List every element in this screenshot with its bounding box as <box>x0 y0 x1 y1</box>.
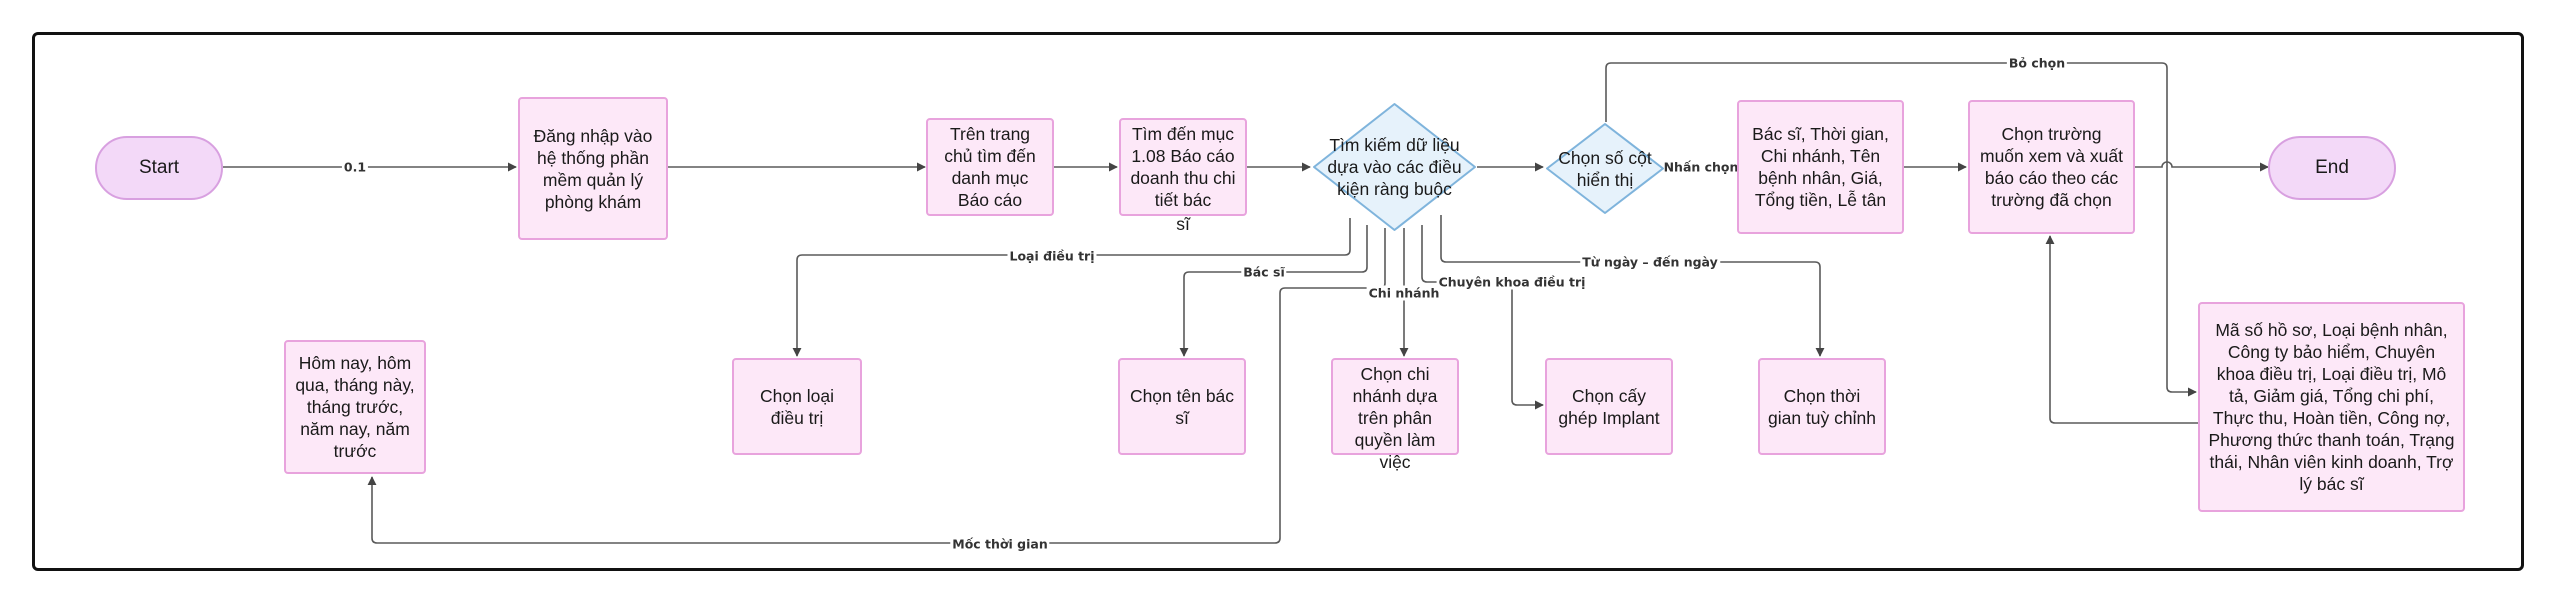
edge-label-click-select: Nhấn chọn <box>1661 159 1741 175</box>
diamond-shape <box>1546 123 1664 214</box>
end-label: End <box>2315 157 2349 178</box>
diagram-frame <box>32 32 2524 571</box>
end-node[interactable]: End <box>2268 136 2396 200</box>
edge-treatment-type <box>792 218 1351 357</box>
find-report-step[interactable]: Tìm đến mục 1.08 Báo cáo doanh thu chi t… <box>1119 118 1247 216</box>
edge-deselect <box>1605 62 2197 397</box>
choose-fields-step[interactable]: Chọn trường muốn xem và xuất báo cáo the… <box>1968 100 2135 234</box>
choose-treatment-type-label: Chọn loại điều trị <box>760 385 834 428</box>
time-presets-step[interactable]: Hôm nay, hôm qua, tháng này, tháng trước… <box>284 340 426 474</box>
edge-extra-fields <box>2045 235 2198 424</box>
extra-columns-step[interactable]: Mã số hồ sơ, Loại bệnh nhân, Công ty bảo… <box>2198 302 2465 512</box>
extra-columns-label: Mã số hồ sơ, Loại bệnh nhân, Công ty bảo… <box>2208 320 2455 494</box>
edge-label-date-range: Từ ngày – đến ngày <box>1580 254 1720 270</box>
find-report-overflow: sĩ <box>1176 214 1190 234</box>
choose-branch-label: Chọn chi nhánh dựa trên phân quyền làm <box>1352 363 1438 450</box>
choose-treatment-type-step[interactable]: Chọn loại điều trị <box>732 358 862 455</box>
edge-fields-end <box>2135 161 2269 172</box>
home-report-step-label: Trên trang chủ tìm đến danh mục Báo cáo <box>944 124 1036 210</box>
choose-custom-time-label: Chọn thời gian tuỳ chỉnh <box>1768 385 1876 428</box>
start-label: Start <box>138 157 180 178</box>
choose-doctor-label: Chọn tên bác sĩ <box>1129 385 1235 428</box>
login-step-label: Đăng nhập vào hệ thống phần mềm quản lý … <box>533 125 653 212</box>
choose-branch-step[interactable]: Chọn chi nhánh dựa trên phân quyền làm <box>1331 358 1459 455</box>
default-columns-step[interactable]: Bác sĩ, Thời gian, Chi nhánh, Tên bệnh n… <box>1737 100 1904 234</box>
edge-label-specialty: Chuyên khoa điều trị <box>1436 274 1588 290</box>
columns-decision[interactable]: Chọn số cột hiển thị <box>1545 122 1665 215</box>
choose-implant-label: Chọn cấy ghép Implant <box>1558 385 1660 428</box>
home-report-step[interactable]: Trên trang chủ tìm đến danh mục Báo cáo <box>926 118 1054 216</box>
edge-label-time-milestone: Mốc thời gian <box>950 536 1050 552</box>
edge-label-doctor: Bác sĩ <box>1241 264 1287 280</box>
edge-label-start-login: 0.1 <box>341 159 369 175</box>
login-step[interactable]: Đăng nhập vào hệ thống phần mềm quản lý … <box>518 97 668 240</box>
choose-doctor-step[interactable]: Chọn tên bác sĩ <box>1118 358 1246 455</box>
search-decision-label: Tìm kiếm dữ liệu dựa vào các điều kiện r… <box>1327 135 1462 199</box>
find-report-step-label: Tìm đến mục 1.08 Báo cáo doanh thu chi t… <box>1130 124 1236 210</box>
search-decision[interactable]: Tìm kiếm dữ liệu dựa vào các điều kiện r… <box>1312 102 1477 232</box>
choose-fields-label: Chọn trường muốn xem và xuất báo cáo the… <box>1980 124 2123 210</box>
choose-implant-step[interactable]: Chọn cấy ghép Implant <box>1545 358 1673 455</box>
diamond-shape <box>1313 103 1476 231</box>
choose-custom-time-step[interactable]: Chọn thời gian tuỳ chỉnh <box>1758 358 1886 455</box>
choose-branch-overflow: việc <box>1379 452 1411 472</box>
default-columns-label: Bác sĩ, Thời gian, Chi nhánh, Tên bệnh n… <box>1752 124 1889 210</box>
edge-label-deselect: Bỏ chọn <box>2006 55 2068 71</box>
edge-label-treatment-type: Loại điều trị <box>1007 248 1097 264</box>
edge-doctor <box>1179 225 1368 357</box>
columns-decision-label: Chọn số cột hiển thị <box>1558 147 1652 190</box>
time-presets-label: Hôm nay, hôm qua, tháng này, tháng trước… <box>295 353 415 461</box>
edge-label-branch: Chi nhánh <box>1366 285 1442 301</box>
start-node[interactable]: Start <box>95 136 223 200</box>
